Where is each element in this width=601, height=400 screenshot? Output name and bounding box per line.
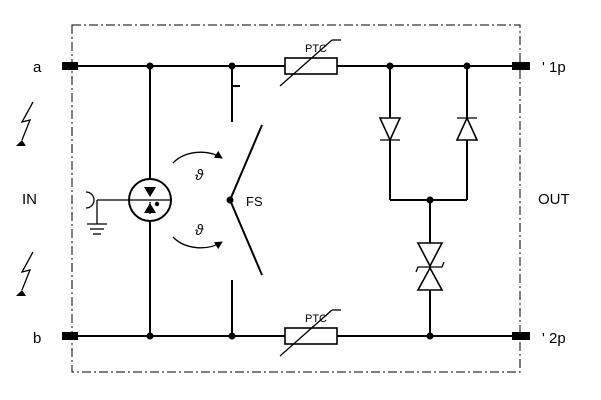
label-1p: ' 1p — [542, 59, 566, 76]
label-in: IN — [22, 191, 37, 208]
terminal-1p-pin — [512, 62, 530, 70]
lightning-icon — [16, 251, 34, 296]
label-b: b — [33, 330, 41, 347]
terminal-b-pin — [62, 332, 78, 340]
enclosure-border — [71, 24, 521, 373]
gas-discharge-tube — [128, 178, 172, 222]
junction-dots — [146, 62, 471, 340]
label-2p: ' 2p — [542, 330, 566, 347]
label-fs: FS — [246, 194, 263, 209]
lightning-icon — [16, 101, 34, 146]
ground-icon — [87, 200, 107, 235]
ptc-resistor-bottom — [279, 309, 341, 357]
label-theta-top: ϑ — [195, 167, 204, 184]
input-connector — [85, 191, 128, 209]
fail-safe-switch — [229, 66, 263, 336]
tvs-diode — [415, 200, 445, 336]
label-ptc-top: PTC — [305, 43, 327, 55]
diode-left — [378, 66, 402, 200]
thermal-arrow-bottom-icon — [172, 236, 223, 250]
label-a: a — [33, 59, 42, 76]
label-out: OUT — [538, 191, 570, 208]
label-theta-bottom: ϑ — [195, 222, 204, 239]
terminal-2p-pin — [512, 332, 530, 340]
diode-right — [455, 66, 479, 200]
ptc-resistor-top — [279, 39, 341, 87]
label-ptc-bottom: PTC — [305, 313, 327, 325]
terminal-a-pin — [62, 62, 78, 70]
thermal-arrow-top-icon — [172, 150, 223, 164]
